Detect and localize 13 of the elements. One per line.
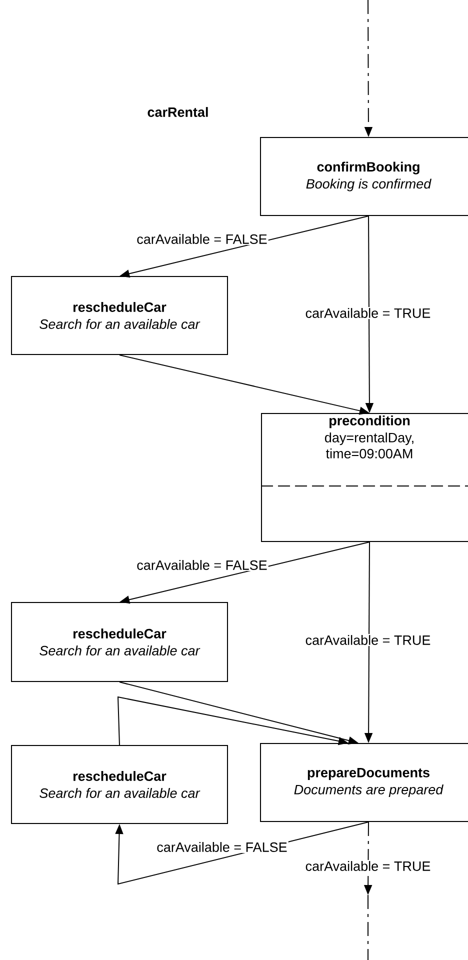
edge-label: carAvailable = TRUE (304, 860, 432, 872)
diagram-title: carRental (148, 107, 208, 117)
activity-box: rescheduleCar Search for an available car (11, 602, 228, 682)
edge-label: carAvailable = TRUE (304, 307, 432, 319)
edge-label: carAvailable = TRUE (304, 634, 432, 646)
activity-box: rescheduleCar Search for an available car (11, 745, 228, 824)
edge-label: carAvailable = FALSE (136, 233, 268, 245)
activity-box: prepareDocuments Documents are prepared (260, 743, 468, 822)
precondition-box: precondition day=rentalDay, time=09:00AM (260, 413, 468, 542)
activity-box: rescheduleCar Search for an available car (11, 276, 228, 355)
edge-label: carAvailable = FALSE (136, 559, 268, 571)
edge-label: carAvailable = FALSE (156, 841, 288, 853)
activity-box: confirmBooking Booking is confirmed (260, 137, 468, 216)
